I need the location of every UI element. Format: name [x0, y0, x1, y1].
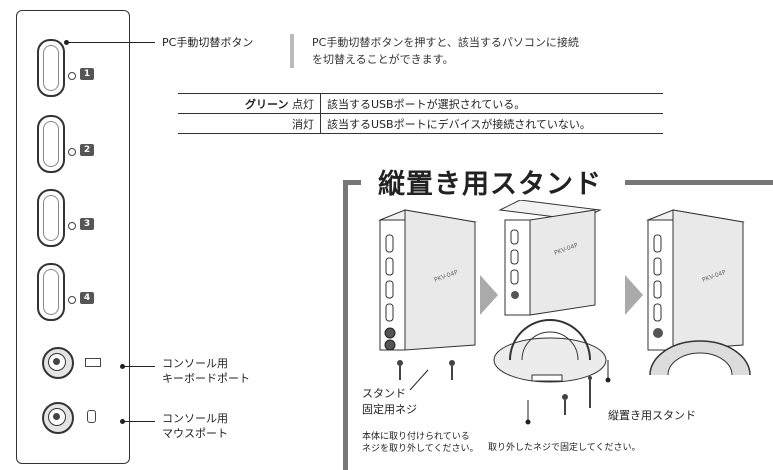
keyboard-icon: [85, 358, 101, 367]
console-mouse-label-1: コンソール用: [162, 412, 228, 425]
description-line-1: PC手動切替ボタンを押すと、該当するパソコンに接続: [312, 36, 579, 49]
stand-label: 縦置き用スタンド: [608, 409, 696, 422]
stand-section-title: 縦置き用スタンド: [378, 169, 602, 200]
section-frame: [343, 180, 361, 185]
led-state-cell: グリーン 点灯: [178, 93, 321, 114]
leader-line: [122, 366, 155, 368]
table-row: グリーン 点灯 該当するUSBポートが選択されている。: [178, 93, 663, 114]
description-line-2: を切替えることができます。: [312, 53, 454, 66]
led-state-cell: 消灯: [178, 113, 321, 134]
mouse-icon: [87, 410, 96, 423]
pc-switch-button-2[interactable]: [37, 115, 65, 173]
device-image-1: PKV-04P: [378, 209, 477, 351]
console-keyboard-label-1: コンソール用: [162, 357, 228, 370]
port-led-4: [68, 296, 76, 304]
port-number-2: 2: [80, 144, 94, 156]
device-front-panel: 1 2 3 4: [16, 10, 130, 464]
pc-switch-description: PC手動切替ボタンを押すと、該当するパソコンに接続 を切替えることができます。: [290, 34, 579, 68]
pc-switch-button-3[interactable]: [37, 189, 65, 247]
screw-icon: [397, 360, 455, 391]
note-remove-screw-1: 本体に取り付けられている: [362, 432, 470, 442]
screw-label-1: スタンド: [362, 387, 406, 400]
pc-switch-button-4[interactable]: [37, 263, 65, 321]
port-led-3: [68, 222, 76, 230]
arrow-right-icon: [480, 275, 498, 315]
stand-illustration: PKV-04P PKV-04P: [378, 200, 751, 425]
port-number-4: 4: [80, 292, 94, 304]
device-image-2: PKV-04P: [493, 200, 611, 425]
led-meaning: 該当するUSBポートにデバイスが接続されていない。: [320, 113, 663, 134]
note-fix-screw: 取り外したネジで固定してください。: [488, 443, 641, 453]
section-frame: [625, 180, 773, 185]
port-number-3: 3: [80, 218, 94, 230]
console-keyboard-label-2: キーボードポート: [162, 372, 250, 385]
port-led-2: [68, 148, 76, 156]
led-status-table: グリーン 点灯 該当するUSBポートが選択されている。 消灯 該当するUSBポー…: [178, 93, 663, 134]
console-mouse-label-2: マウスポート: [162, 427, 228, 440]
section-frame: [343, 180, 348, 470]
pc-switch-button-1[interactable]: [37, 39, 65, 97]
led-color: グリーン: [245, 97, 289, 111]
led-state: 消灯: [292, 117, 314, 131]
pc-switch-button-label: PC手動切替ボタン: [162, 36, 254, 49]
keyboard-port[interactable]: [42, 347, 74, 379]
screw-label-2: 固定用ネジ: [362, 403, 417, 416]
leader-line: [67, 42, 155, 44]
port-number-1: 1: [80, 68, 94, 80]
device-image-3: PKV-04P: [646, 209, 751, 376]
led-state: 点灯: [292, 97, 314, 111]
port-led-1: [68, 72, 76, 80]
leader-dot: [64, 40, 69, 45]
note-remove-screw-2: ネジを取り外してください。: [362, 444, 479, 454]
table-row: 消灯 該当するUSBポートにデバイスが接続されていない。: [178, 113, 663, 134]
arrow-right-icon: [625, 275, 643, 315]
leader-line: [122, 421, 155, 423]
mouse-port[interactable]: [42, 402, 74, 434]
led-meaning: 該当するUSBポートが選択されている。: [320, 93, 663, 114]
